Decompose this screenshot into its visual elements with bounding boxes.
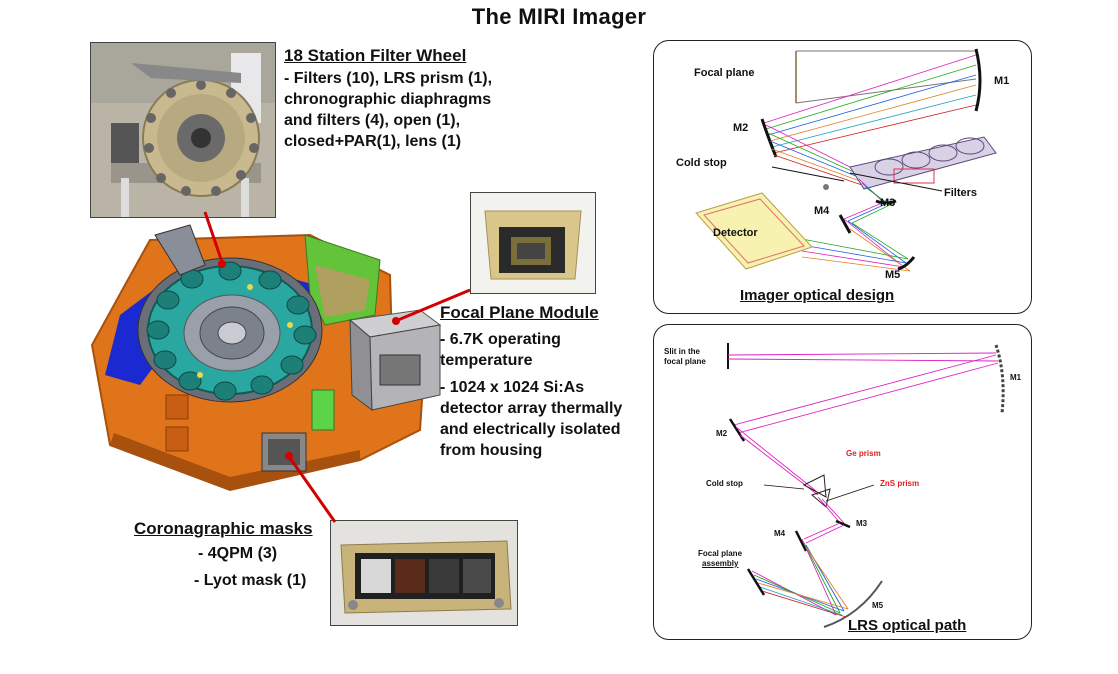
label-m1: M1: [994, 75, 1010, 87]
leader-filter-wheel: [203, 211, 224, 263]
label-lrs-m4: M4: [774, 529, 786, 538]
lrs-optical-path-panel: Slit in the focal plane M1 M2 Ge prism Z…: [653, 324, 1032, 640]
label-lrs-cold-stop: Cold stop: [706, 479, 743, 488]
lrs-panel-caption: LRS optical path: [848, 617, 967, 634]
label-m3: M3: [880, 197, 896, 209]
label-fpa-line1: Focal plane: [698, 549, 743, 558]
label-slit-line1: Slit in the: [664, 347, 700, 356]
leader-coronagraph-dot: [285, 452, 293, 460]
filter-wheel-line-2: chronographic diaphragms: [284, 91, 492, 108]
focal-plane-line-1: - 6.7K operating: [440, 331, 561, 348]
label-detector: Detector: [713, 227, 758, 239]
label-filters: Filters: [944, 187, 978, 199]
filter-wheel-photo: [90, 42, 276, 218]
label-lrs-m2: M2: [716, 429, 728, 438]
leader-filter-wheel-dot: [218, 260, 226, 268]
focal-plane-line-4: detector array thermally: [440, 400, 623, 417]
filter-wheel-line-3: and filters (4), open (1),: [284, 112, 461, 129]
coronagraphic-mask-photo: [330, 520, 518, 626]
leader-coronagraph: [288, 457, 337, 523]
coronagraphic-line-2: - Lyot mask (1): [194, 572, 307, 589]
label-lrs-m1: M1: [1010, 373, 1022, 382]
miri-imager-cad-illustration: [90, 224, 442, 492]
focal-plane-module-image: [471, 193, 595, 293]
imager-panel-caption: Imager optical design: [740, 287, 895, 304]
label-cold-stop: Cold stop: [676, 157, 727, 169]
housing-shadow: [110, 433, 360, 490]
label-focal-plane: Focal plane: [694, 67, 755, 79]
coronagraphic-text: Coronagraphic masks - 4QPM (3) - Lyot ma…: [134, 519, 324, 591]
leader-focal-plane-dot: [392, 317, 400, 325]
focal-plane-line-6: from housing: [440, 442, 543, 459]
imager-optical-design-panel: Focal plane M1 M2 Cold stop Filters M3 M…: [653, 40, 1032, 314]
coronagraphic-line-1: - 4QPM (3): [198, 545, 278, 562]
imager-optical-diagram: [695, 48, 997, 272]
filter-wheel-line-4: closed+PAR(1), lens (1): [284, 133, 462, 150]
page-title: The MIRI Imager: [471, 4, 647, 29]
leader-focal-plane: [397, 288, 471, 322]
lrs-optical-diagram: [727, 343, 1005, 628]
filter-wheel-cad: [137, 257, 323, 403]
label-m2: M2: [733, 122, 749, 134]
wheel-arm: [154, 224, 206, 276]
label-lrs-m5: M5: [872, 601, 884, 610]
coronagraphic-heading: Coronagraphic masks: [134, 519, 313, 538]
focal-plane-line-2: temperature: [440, 352, 533, 369]
label-zns-prism: ZnS prism: [880, 479, 920, 488]
label-ge-prism: Ge prism: [846, 449, 881, 458]
filter-wheel-line-1: - Filters (10), LRS prism (1),: [284, 70, 493, 87]
filter-wheel-photo-image: [91, 43, 275, 217]
label-m4: M4: [814, 205, 830, 217]
coronagraphic-mask-image: [331, 521, 517, 625]
label-fpa-line2: assembly: [702, 559, 739, 568]
filter-wheel-text: 18 Station Filter Wheel - Filters (10), …: [284, 46, 534, 152]
label-slit-line2: focal plane: [664, 357, 706, 366]
filter-wheel-heading: 18 Station Filter Wheel: [284, 46, 467, 65]
focal-plane-line-5: and electrically isolated: [440, 421, 621, 438]
label-lrs-m3: M3: [856, 519, 868, 528]
label-m5: M5: [885, 269, 901, 281]
focal-plane-module-photo: [470, 192, 596, 294]
focal-plane-line-3: - 1024 x 1024 Si:As: [440, 379, 585, 396]
focal-plane-module-text: Focal Plane Module - 6.7K operating temp…: [440, 303, 660, 461]
focal-plane-module-heading: Focal Plane Module: [440, 303, 599, 322]
